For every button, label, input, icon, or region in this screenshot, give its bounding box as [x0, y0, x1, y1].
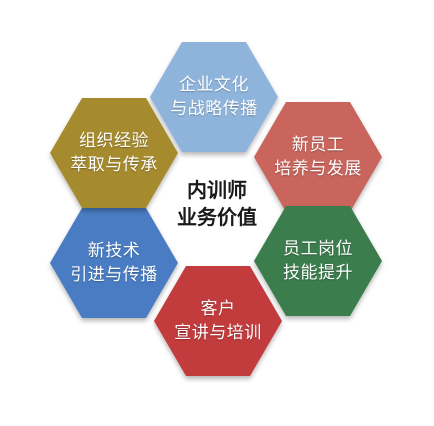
hex-newhire: [254, 102, 382, 212]
label-tech-line1: 新技术: [87, 241, 141, 261]
label-tech-line2: 引进与传播: [70, 265, 158, 285]
label-culture-line2: 与战略传播: [170, 99, 258, 119]
label-skills-line1: 员工岗位: [283, 239, 353, 259]
label-culture: 企业文化 与战略传播: [154, 73, 274, 121]
label-newhire-line1: 新员工: [291, 135, 345, 155]
label-tech: 新技术 引进与传播: [54, 239, 174, 287]
hex-tech: [50, 208, 178, 318]
hex-culture: [150, 42, 278, 152]
label-experience-line1: 组织经验: [79, 131, 149, 151]
label-customer: 客户 宣讲与培训: [158, 297, 278, 345]
hex-experience: [50, 98, 178, 208]
label-newhire-line2: 培养与发展: [274, 159, 362, 179]
hex-customer: [154, 266, 282, 376]
label-customer-line1: 客户: [200, 299, 236, 319]
label-experience: 组织经验 萃取与传承: [54, 129, 174, 177]
label-culture-line1: 企业文化: [179, 75, 249, 95]
label-experience-line2: 萃取与传承: [70, 155, 158, 175]
label-customer-line2: 宣讲与培训: [174, 323, 262, 343]
center-title-line1: 内训师: [187, 178, 247, 202]
hex-skills: [254, 206, 382, 316]
label-skills: 员工岗位 技能提升: [258, 237, 378, 285]
label-newhire: 新员工 培养与发展: [258, 133, 378, 181]
center-title: 内训师 业务价值: [167, 177, 267, 231]
label-skills-line2: 技能提升: [283, 263, 353, 283]
center-title-line2: 业务价值: [177, 205, 257, 229]
